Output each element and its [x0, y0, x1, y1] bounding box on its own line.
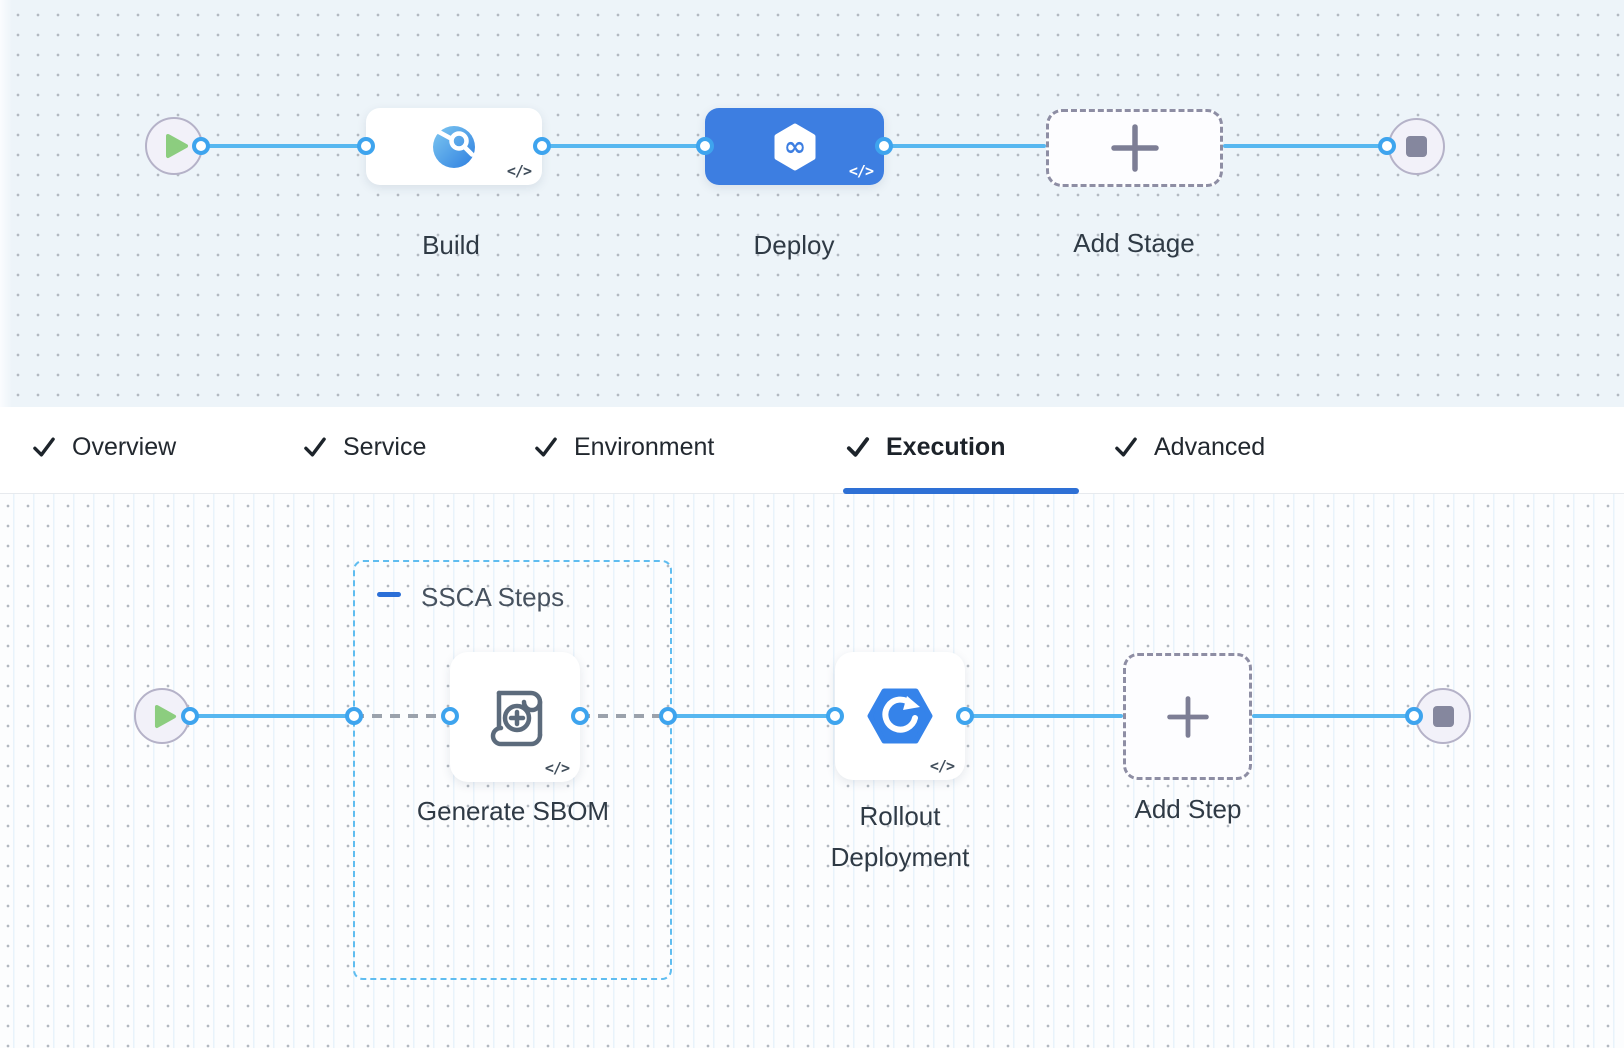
step-label-add-step: Add Step — [1134, 794, 1242, 824]
connector-line — [1223, 144, 1387, 148]
checkmark-icon — [33, 437, 55, 457]
connection-point — [696, 137, 714, 155]
code-badge: </> — [544, 759, 570, 777]
play-icon — [166, 134, 188, 158]
connector-line — [542, 144, 705, 148]
stop-icon — [1432, 705, 1454, 727]
stage-tabbar: Overview Service Environment Execution A… — [0, 407, 1624, 494]
connection-point — [357, 137, 375, 155]
group-collapse-minus-icon[interactable] — [377, 592, 401, 597]
connection-point — [345, 707, 363, 725]
execution-start-node — [134, 688, 190, 744]
tab-label: Service — [343, 432, 427, 461]
connector-line — [668, 714, 835, 718]
add-step-button[interactable] — [1123, 653, 1252, 780]
stage-label-build: Build — [422, 230, 480, 260]
tab-advanced[interactable]: Advanced — [1113, 407, 1265, 487]
step-label-rollout-deployment: Rollout Deployment — [830, 801, 970, 872]
connector-line-dashed — [354, 714, 450, 718]
connection-point — [956, 707, 974, 725]
connector-line — [965, 714, 1123, 718]
tab-overview[interactable]: Overview — [31, 407, 176, 487]
connector-line — [884, 144, 1046, 148]
plus-icon — [1166, 695, 1209, 738]
checkmark-icon — [304, 437, 326, 457]
connection-point — [441, 707, 459, 725]
stage-card-build[interactable]: </> — [366, 108, 542, 185]
code-badge: </> — [506, 162, 532, 180]
plus-icon — [1110, 124, 1159, 172]
svg-text:∞: ∞ — [783, 131, 806, 162]
play-icon — [154, 704, 176, 728]
tab-environment[interactable]: Environment — [533, 407, 714, 487]
connector-line — [1252, 714, 1414, 718]
execution-canvas: SSCA Steps </> </ — [0, 494, 1624, 1048]
checkmark-icon — [1115, 437, 1137, 457]
checkmark-icon — [846, 437, 870, 457]
pipeline-end-node — [1388, 118, 1445, 175]
tab-label: Environment — [574, 432, 715, 461]
tab-label: Execution — [886, 432, 1006, 461]
code-badge: </> — [848, 162, 874, 180]
connection-point — [192, 137, 210, 155]
scroll-plus-icon — [490, 690, 543, 747]
ssca-steps-group — [353, 560, 672, 980]
connector-line — [190, 714, 354, 718]
stage-label-add-stage: Add Stage — [1073, 228, 1195, 258]
canvas-left-fade — [0, 0, 12, 407]
tab-execution[interactable]: Execution — [845, 407, 1005, 487]
add-stage-button[interactable] — [1046, 109, 1223, 187]
connection-point — [1405, 707, 1423, 725]
checkmark-icon — [535, 437, 557, 457]
connection-point — [181, 707, 199, 725]
hexagon-refresh-icon — [867, 688, 933, 744]
step-label-generate-sbom: Generate SBOM — [416, 796, 610, 826]
tab-service[interactable]: Service — [302, 407, 426, 487]
connector-line-dashed — [580, 714, 668, 718]
connection-point — [533, 137, 551, 155]
execution-end-node — [1415, 688, 1471, 744]
stage-card-deploy[interactable]: ∞ </> — [705, 108, 884, 185]
group-label: SSCA Steps — [421, 582, 565, 612]
connection-point — [659, 707, 677, 725]
tab-label: Overview — [72, 432, 177, 461]
code-badge: </> — [929, 757, 955, 775]
stage-canvas: </> ∞ </> Build Deploy Add Stage — [0, 0, 1624, 407]
step-card-generate-sbom[interactable]: </> — [450, 652, 580, 782]
stop-icon — [1406, 136, 1427, 157]
cd-infinity-hexagon-icon: ∞ — [774, 123, 815, 170]
tab-label: Advanced — [1154, 432, 1266, 461]
connection-point — [875, 137, 893, 155]
step-card-rollout-deployment[interactable]: </> — [835, 652, 965, 780]
connector-line — [201, 144, 366, 148]
ci-build-icon — [433, 125, 475, 168]
active-tab-underline — [843, 488, 1079, 494]
connection-point — [826, 707, 844, 725]
connection-point — [571, 707, 589, 725]
stage-label-deploy: Deploy — [753, 230, 835, 260]
connection-point — [1378, 137, 1396, 155]
